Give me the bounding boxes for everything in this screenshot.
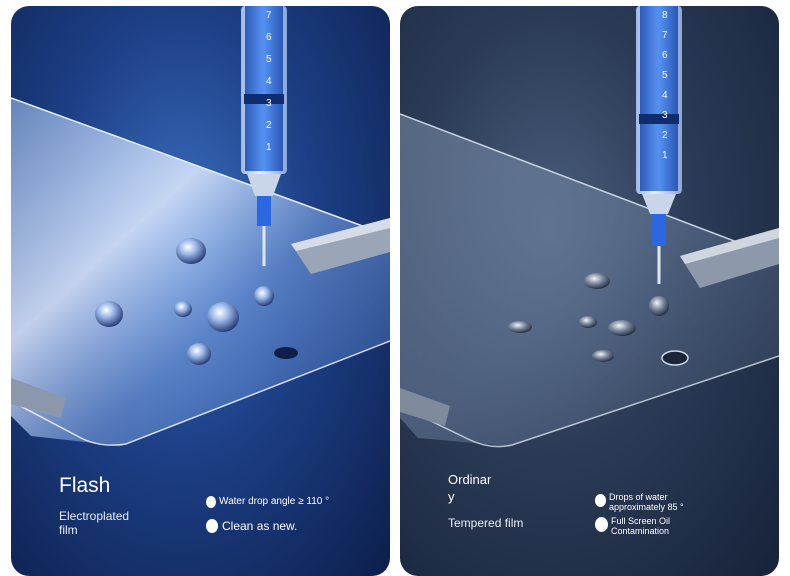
hanging-drop [649, 296, 669, 316]
scale-number: 5 [662, 70, 668, 81]
glass-edge [400, 113, 779, 259]
glass-edge [11, 97, 390, 237]
clamp-right-top [291, 218, 390, 251]
water-drop [187, 343, 211, 365]
syringe-plunger [639, 114, 679, 124]
syringe-liquid [245, 6, 283, 171]
feature-line: Contamination [611, 526, 670, 536]
feature-line: approximately 85 ° [609, 502, 684, 512]
feature-water-drops: Drops of water approximately 85 ° [595, 492, 684, 512]
tempered-film-illustration [400, 6, 779, 448]
water-drop [176, 238, 206, 264]
title-line: Ordinar [448, 472, 492, 487]
clamp-right-top [680, 228, 779, 264]
water-drop [508, 321, 532, 333]
syringe-needle [262, 226, 266, 266]
water-drop [579, 316, 597, 328]
clamp-left [400, 388, 450, 426]
syringe-plunger [244, 94, 284, 104]
panel-title: Ordinar y [448, 471, 491, 505]
title-line: y [448, 489, 455, 504]
scale-number: 7 [662, 30, 668, 41]
water-drop [207, 302, 239, 332]
scale-number: 2 [662, 130, 668, 141]
scale-number: 4 [266, 76, 272, 87]
contact-spot [274, 347, 298, 359]
feature-oil-contamination: Full Screen Oil Contamination [595, 516, 670, 536]
panel-title: Flash [59, 474, 111, 497]
hanging-drop [254, 286, 274, 306]
scale-number: 6 [266, 32, 272, 43]
scale-number: 1 [662, 150, 668, 161]
feature-line: Drops of water [609, 492, 668, 502]
water-drop [95, 301, 123, 327]
scale-number: 1 [266, 142, 272, 153]
contact-spot [661, 350, 689, 366]
feature-text: Clean as new. [222, 519, 298, 533]
glass-bottom-edge [400, 355, 779, 448]
scale-number: 2 [266, 120, 272, 131]
panel-subtitle: Tempered film [448, 516, 524, 530]
electroplated-film-panel: 7 6 5 4 3 2 1 Flash Electroplated film W… [11, 6, 390, 576]
feature-clean: Clean as new. [206, 519, 297, 533]
water-drop [608, 320, 636, 336]
half-moon-icon [206, 496, 216, 508]
scale-number: 7 [266, 10, 272, 21]
syringe-tip [642, 194, 676, 214]
feature-text: Drops of water approximately 85 ° [609, 492, 684, 512]
half-moon-icon [206, 519, 218, 533]
feature-text: Full Screen Oil Contamination [611, 516, 670, 536]
scale-number: 8 [662, 10, 668, 21]
tempered-film-panel: 8 7 6 5 4 3 2 1 Ordinar y Tempered film … [400, 6, 779, 576]
syringe-hub [652, 214, 666, 246]
glass-bottom-edge [11, 340, 390, 446]
half-moon-icon [595, 517, 608, 532]
feature-water-angle: Water drop angle ≥ 110 ° [206, 496, 329, 508]
clamp-left [11, 378, 66, 418]
subtitle-line: Electroplated [59, 509, 130, 523]
feature-line: Full Screen Oil [611, 516, 671, 526]
scale-number: 6 [662, 50, 668, 61]
water-drop [174, 301, 192, 317]
scale-number: 3 [662, 110, 668, 121]
scale-number: 3 [266, 98, 272, 109]
electroplated-film-illustration [11, 6, 390, 446]
syringe-needle [657, 246, 661, 284]
syringe-hub [257, 196, 271, 226]
water-drop [584, 273, 610, 289]
water-drop [592, 350, 614, 362]
syringe-tip [247, 174, 281, 196]
syringe-liquid [640, 6, 678, 191]
scale-number: 4 [662, 90, 668, 101]
scale-number: 5 [266, 54, 272, 65]
feature-text: Water drop angle ≥ 110 ° [219, 496, 330, 507]
panel-subtitle: Electroplated film [59, 509, 129, 537]
half-moon-icon [595, 494, 606, 507]
subtitle-line: film [59, 523, 78, 537]
glass-sheet [11, 98, 390, 446]
